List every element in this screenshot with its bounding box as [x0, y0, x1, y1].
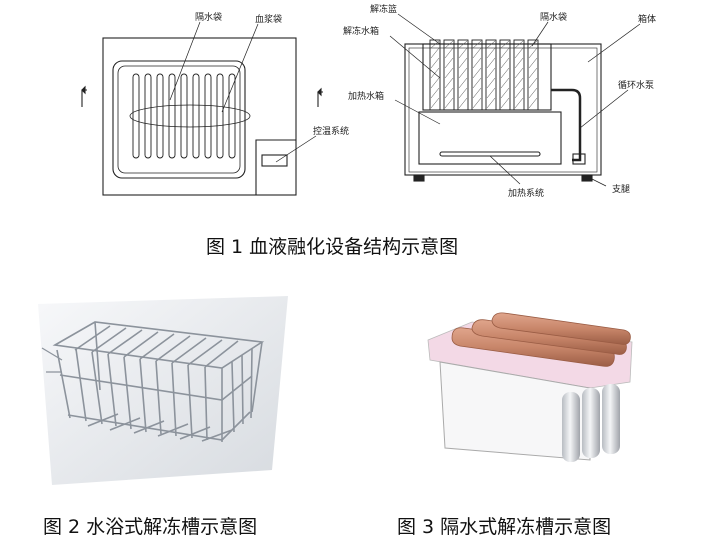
fig2-wire-basket-illustration — [38, 296, 288, 485]
leader-heating-system — [489, 155, 521, 185]
copper-tube-3 — [491, 312, 631, 345]
label-circulation-pump: 循环水泵 — [618, 79, 654, 91]
figure1-caption: 图 1 血液融化设备结构示意图 — [206, 236, 459, 258]
top-view-bag-slots — [132, 73, 236, 159]
circulation-pipe — [551, 88, 582, 162]
leader-cabinet — [587, 23, 641, 63]
leader-water-bag-right — [531, 21, 549, 47]
tank-cylinder-1 — [562, 392, 580, 462]
support-leg-left — [413, 174, 425, 182]
thaw-basket-hatching — [430, 40, 538, 109]
label-thaw-tank: 解冻水箱 — [343, 25, 379, 37]
label-thaw-basket: 解冻篮 — [370, 3, 397, 15]
copper-tubes — [451, 312, 631, 367]
leader-circulation-pump — [579, 89, 629, 129]
label-support-leg: 支腿 — [612, 183, 630, 195]
label-heating-system: 加热系统 — [508, 187, 544, 199]
leader-thaw-tank — [389, 35, 441, 79]
top-view-control-display — [261, 154, 288, 167]
top-view-cabinet-outline — [102, 37, 297, 196]
fig3-isolated-tank-illustration — [427, 312, 633, 462]
heating-element — [439, 151, 541, 157]
leader-support-leg — [589, 177, 607, 187]
label-cabinet: 箱体 — [638, 13, 656, 25]
thaw-tank — [422, 43, 552, 111]
tank-cylinder-2 — [582, 388, 600, 458]
tank-cylinder-3 — [602, 384, 620, 454]
leader-blood-bag — [221, 23, 259, 113]
label-heating-tank: 加热水箱 — [348, 90, 384, 102]
leader-water-bag — [169, 21, 201, 101]
figure3-caption: 图 3 隔水式解冻槽示意图 — [397, 516, 612, 538]
label-blood-bag: 血浆袋 — [255, 13, 282, 25]
top-view-tank-inner — [117, 65, 241, 174]
fig1-section-view — [389, 13, 641, 187]
leader-thaw-basket — [397, 13, 441, 45]
top-view-control-box — [255, 139, 296, 195]
heating-tank — [418, 111, 562, 165]
label-water-bag-right: 隔水袋 — [540, 11, 567, 23]
leader-temp-control — [275, 135, 317, 163]
fig1-top-view — [81, 21, 323, 196]
label-temp-control: 控温系统 — [313, 125, 349, 137]
top-view-tank-outline — [112, 60, 246, 179]
wire-basket — [41, 321, 265, 442]
leader-heating-tank — [394, 99, 441, 125]
circulation-pump-body — [572, 153, 586, 165]
figure2-caption: 图 2 水浴式解冻槽示意图 — [43, 516, 258, 538]
top-view-bag-outline — [129, 104, 251, 128]
support-leg-right — [581, 174, 593, 182]
tank-body-front — [439, 361, 591, 461]
label-water-bag: 隔水袋 — [195, 11, 222, 23]
